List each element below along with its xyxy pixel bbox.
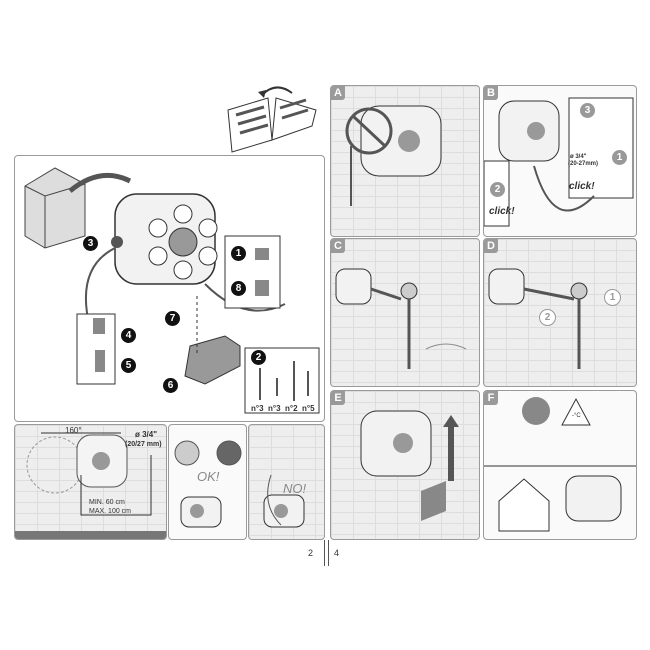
click-label-2: click! — [489, 206, 515, 217]
min-height: MIN. 60 cm — [89, 499, 125, 506]
no-label: NO! — [283, 481, 307, 496]
step-2: 2 — [490, 182, 505, 197]
no-panel: NO! — [248, 424, 325, 540]
tap-diameter: ø 3/4" — [135, 430, 158, 439]
panel-label-f: F — [484, 391, 498, 405]
mounting-distance-panel: 160° ø 3/4" (20/27 mm) MIN. 60 cm MAX. 1… — [14, 424, 167, 540]
screw-count-1: n°3 — [251, 404, 264, 413]
assembly-panel: 3 1 8 7 4 5 6 2 n°3 n°3 n°2 n°5 — [14, 155, 325, 422]
frost-temp: -°C — [572, 413, 581, 419]
panel-label-e: E — [331, 391, 345, 405]
callout-2: 2 — [251, 350, 266, 365]
tap-diameter-mm-b: (20-27mm) — [568, 161, 599, 167]
callout-7: 7 — [165, 311, 180, 326]
tap-diameter-mm: (20/27 mm) — [125, 441, 162, 448]
panel-label-a: A — [331, 86, 345, 100]
panel-label-d: D — [484, 239, 498, 253]
ok-label: OK! — [197, 469, 220, 484]
panel-c: C — [330, 238, 480, 387]
callout-1: 1 — [231, 246, 246, 261]
step-d-1: 1 — [604, 289, 621, 306]
callout-8: 8 — [231, 281, 246, 296]
tap-diameter-b: ø 3/4" — [570, 154, 587, 160]
step-d-2: 2 — [539, 309, 556, 326]
panel-label-c: C — [331, 239, 345, 253]
plug-count: n°5 — [302, 404, 315, 413]
angle-label: 160° — [65, 426, 82, 435]
panel-b: B click! click! ø 3/4" (20-27mm) 1 2 3 — [483, 85, 637, 237]
page-number-left: 2 — [308, 548, 314, 558]
max-height: MAX. 100 cm — [89, 508, 132, 515]
ok-panel: OK! — [168, 424, 247, 540]
hose-reel-assembly-illustration — [24, 167, 320, 414]
washer-count: n°3 — [268, 404, 281, 413]
page-number-right: 4 — [334, 548, 340, 558]
panel-e: E — [330, 390, 480, 540]
callout-5: 5 — [121, 358, 136, 373]
click-label-1: click! — [569, 181, 595, 192]
callout-4: 4 — [121, 328, 136, 343]
panel-label-b: B — [484, 86, 498, 100]
page-divider — [324, 540, 329, 566]
callout-3: 3 — [83, 236, 98, 251]
step-1: 1 — [612, 150, 627, 165]
panel-a: A — [330, 85, 480, 237]
panel-d: D 1 2 — [483, 238, 637, 387]
panel-f: F -°C — [483, 390, 637, 540]
pin-count: n°2 — [285, 404, 298, 413]
callout-6: 6 — [163, 378, 178, 393]
step-3: 3 — [580, 103, 595, 118]
